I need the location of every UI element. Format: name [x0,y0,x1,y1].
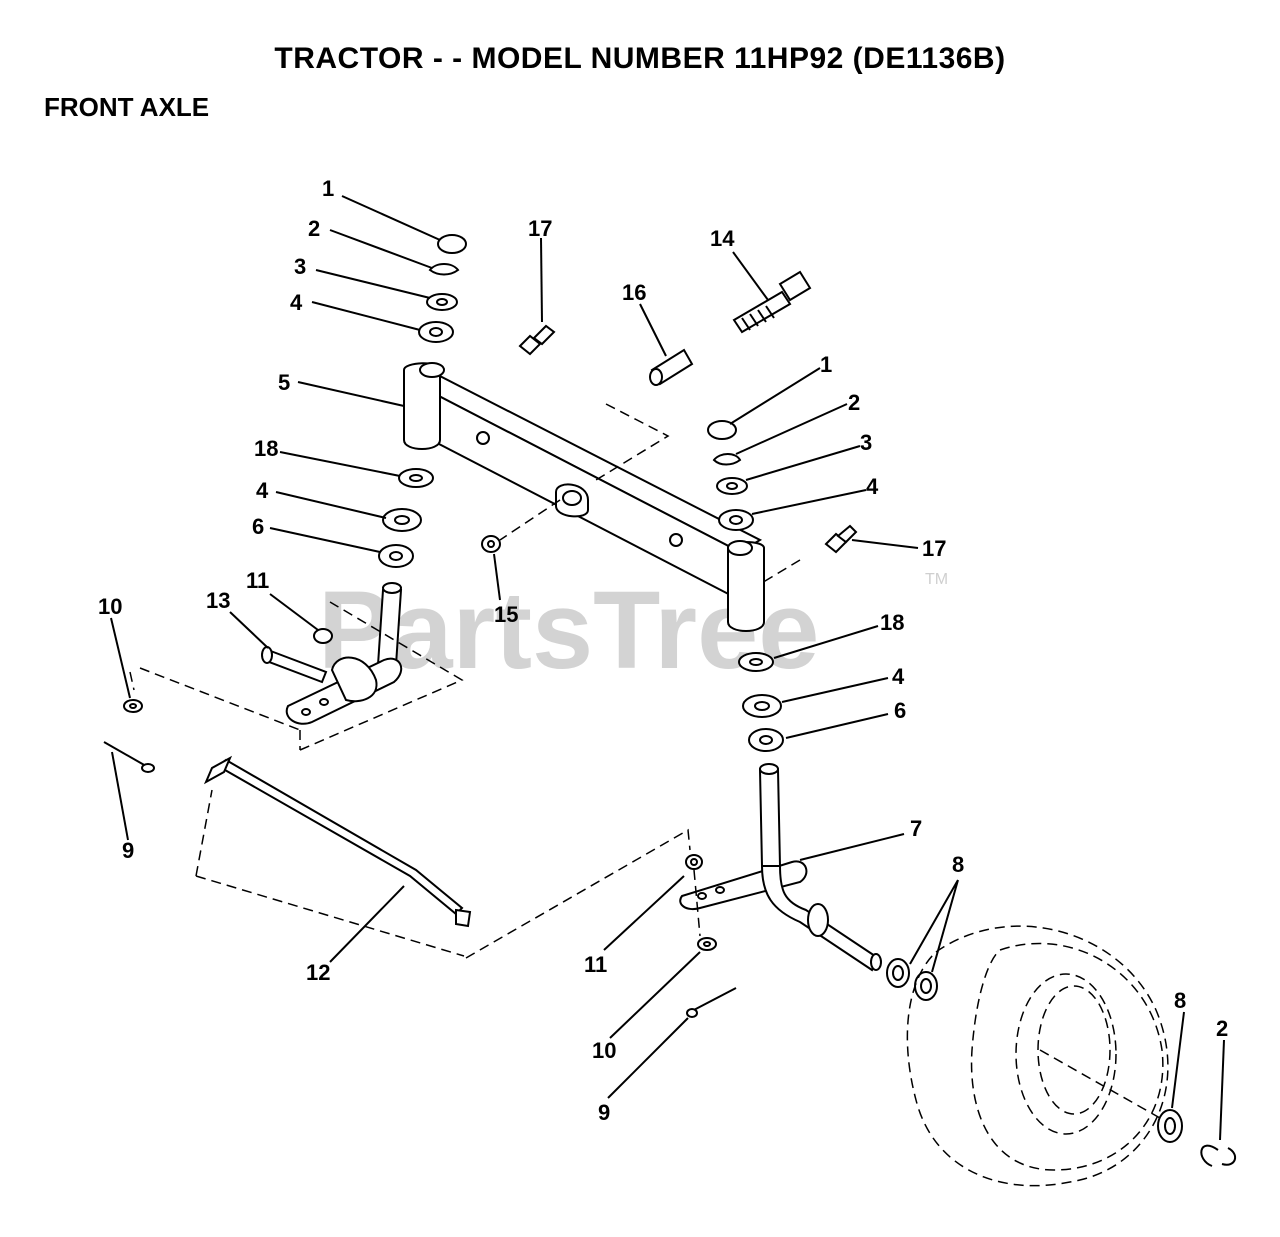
callout-4: 4 [892,664,905,689]
right-spindle-parts [679,420,938,1001]
callout-17: 17 [528,216,552,241]
hairpin-right [712,453,742,466]
hairpin-left [428,263,460,276]
cap-right [707,420,737,440]
callout-1: 1 [820,352,832,377]
callout-2: 2 [1216,1016,1228,1041]
callout-13: 13 [206,588,230,613]
callout-12: 12 [306,960,330,985]
callout-14: 14 [710,226,735,251]
cap-left [437,234,467,254]
callout-18: 18 [254,436,278,461]
watermark-tm: TM [925,571,948,588]
callout-11: 11 [246,568,269,593]
callout-8: 8 [952,852,964,877]
callout-7: 7 [910,816,922,841]
callout-3: 3 [294,254,306,279]
assembly-lines [129,403,801,959]
callout-10: 10 [592,1038,616,1063]
callout-15: 15 [494,602,518,627]
callout-6: 6 [894,698,906,723]
callout-5: 5 [278,370,290,395]
callout-4: 4 [290,290,303,315]
tire [906,925,1169,1187]
hardware [103,270,1237,1167]
callout-11: 11 [584,952,607,977]
callout-8: 8 [1174,988,1186,1013]
callout-4: 4 [256,478,269,503]
callout-2: 2 [848,390,860,415]
callout-16: 16 [622,280,646,305]
axle-beam [403,362,765,632]
callout-18: 18 [880,610,904,635]
callout-17: 17 [922,536,946,561]
callout-9: 9 [122,838,134,863]
callout-3: 3 [860,430,872,455]
leader-lines [110,195,1225,1141]
callouts: 1 2 3 4 5 17 16 14 1 2 3 4 18 4 6 15 17 … [98,176,1228,1125]
drag-link [203,755,472,928]
page-title: TRACTOR - - MODEL NUMBER 11HP92 (DE1136B… [274,42,1006,75]
callout-9: 9 [598,1100,610,1125]
section-title: FRONT AXLE [44,92,210,122]
callout-2: 2 [308,216,320,241]
callout-1: 1 [322,176,334,201]
callout-10: 10 [98,594,122,619]
left-spindle-parts [261,234,467,725]
callout-6: 6 [252,514,264,539]
callout-4: 4 [866,474,879,499]
